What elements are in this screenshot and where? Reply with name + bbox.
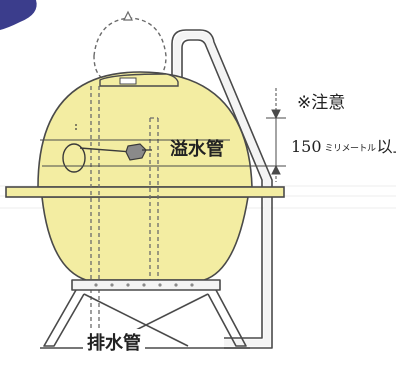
tank-stand xyxy=(40,279,250,349)
clearance-value: 150 xyxy=(291,137,322,156)
drain-pipe-label: 排水管 xyxy=(83,329,145,355)
caution-note-title: ※注意 xyxy=(297,93,346,113)
float-ball-knob xyxy=(123,10,133,21)
overflow-pipe-label: 溢水管 xyxy=(170,139,224,160)
overflow-pipe xyxy=(171,29,273,349)
ball-tap-valve xyxy=(62,124,152,173)
drain-holes xyxy=(94,283,194,287)
level-lines xyxy=(40,139,286,167)
overflow-pipe-fill xyxy=(173,31,271,347)
clearance-unit: ミリメートル xyxy=(324,144,377,154)
tank-body xyxy=(5,71,285,281)
clearance-suffix: 以上 xyxy=(376,137,396,156)
clearance-note: 150ミリメートル以上 xyxy=(291,133,396,157)
float-ball xyxy=(93,17,167,79)
corner-badge xyxy=(0,0,37,30)
dimension-150 xyxy=(266,88,286,182)
manhole xyxy=(99,73,179,87)
